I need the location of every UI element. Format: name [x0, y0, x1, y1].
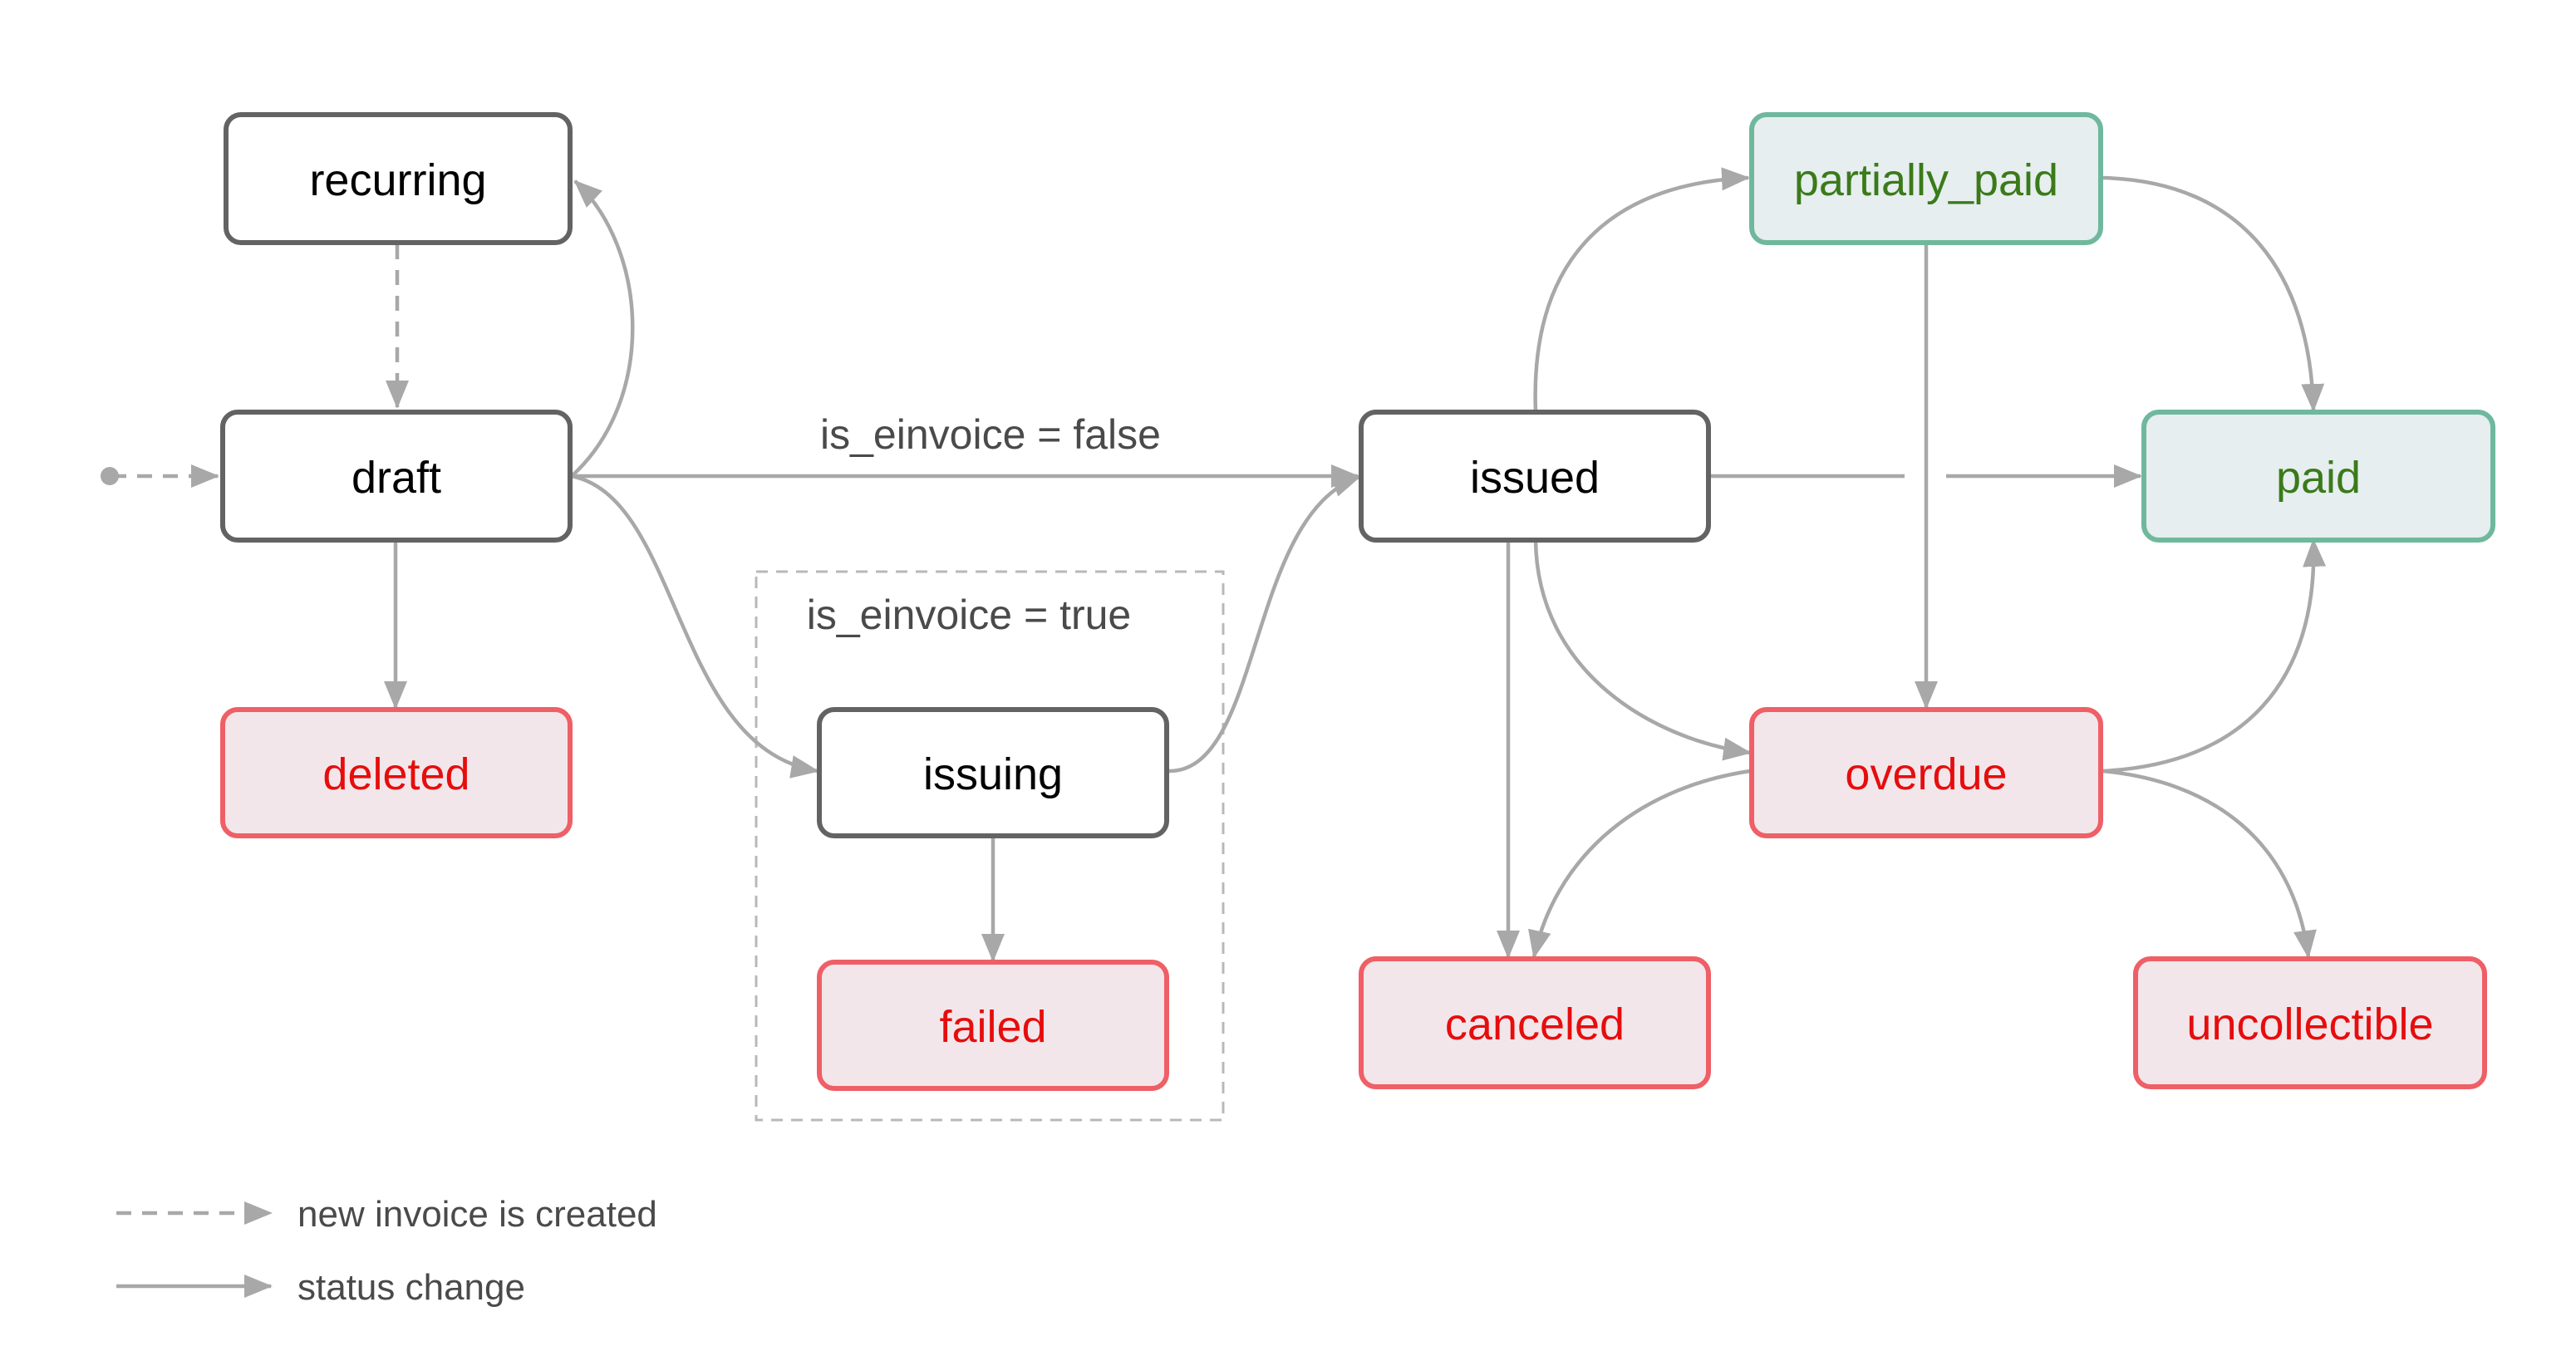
edge-overdue-canceled [1528, 769, 1751, 959]
node-canceled: canceled [1359, 956, 1711, 1089]
node-failed: failed [817, 960, 1169, 1091]
node-draft: draft [220, 410, 573, 543]
edge-overdue-uncollectible [2102, 769, 2317, 959]
legend-new-invoice-label: new invoice is created [297, 1194, 657, 1235]
node-paid: paid [2141, 410, 2495, 543]
node-deleted: deleted [220, 707, 573, 838]
node-uncollectible: uncollectible [2133, 956, 2487, 1089]
node-issuing: issuing [817, 707, 1169, 838]
svg-text:recurring: recurring [309, 155, 486, 205]
label-einvoice-true: is_einvoice = true [807, 592, 1132, 638]
legend-status-change-label: status change [297, 1267, 525, 1308]
svg-text:issuing: issuing [923, 749, 1063, 799]
svg-text:uncollectible: uncollectible [2186, 1000, 2433, 1049]
node-recurring: recurring [224, 112, 573, 245]
edge-partially-paid-paid [2102, 175, 2325, 412]
svg-text:failed: failed [939, 1002, 1046, 1052]
svg-text:paid: paid [2276, 453, 2361, 503]
node-overdue: overdue [1749, 707, 2103, 838]
edge-issuing-issued [1168, 474, 1361, 774]
edge-issued-overdue [1533, 539, 1752, 761]
svg-text:partially_paid: partially_paid [1794, 155, 2058, 205]
svg-text:deleted: deleted [322, 749, 469, 799]
edge-draft-issuing [571, 474, 819, 779]
node-partially-paid: partially_paid [1749, 112, 2103, 245]
svg-text:draft: draft [351, 453, 441, 503]
edges [101, 167, 2327, 962]
edge-draft-recurring [570, 179, 635, 478]
svg-text:issued: issued [1470, 453, 1600, 503]
edge-overdue-paid [2102, 538, 2327, 774]
legend: new invoice is created status change [116, 1194, 657, 1308]
node-issued: issued [1359, 410, 1711, 543]
svg-text:overdue: overdue [1845, 749, 2007, 799]
label-einvoice-false: is_einvoice = false [820, 411, 1161, 458]
svg-text:canceled: canceled [1445, 1000, 1625, 1049]
einvoice-group-box [755, 570, 1225, 1122]
edge-issued-partially-paid [1533, 167, 1750, 413]
start-dot [101, 467, 119, 485]
